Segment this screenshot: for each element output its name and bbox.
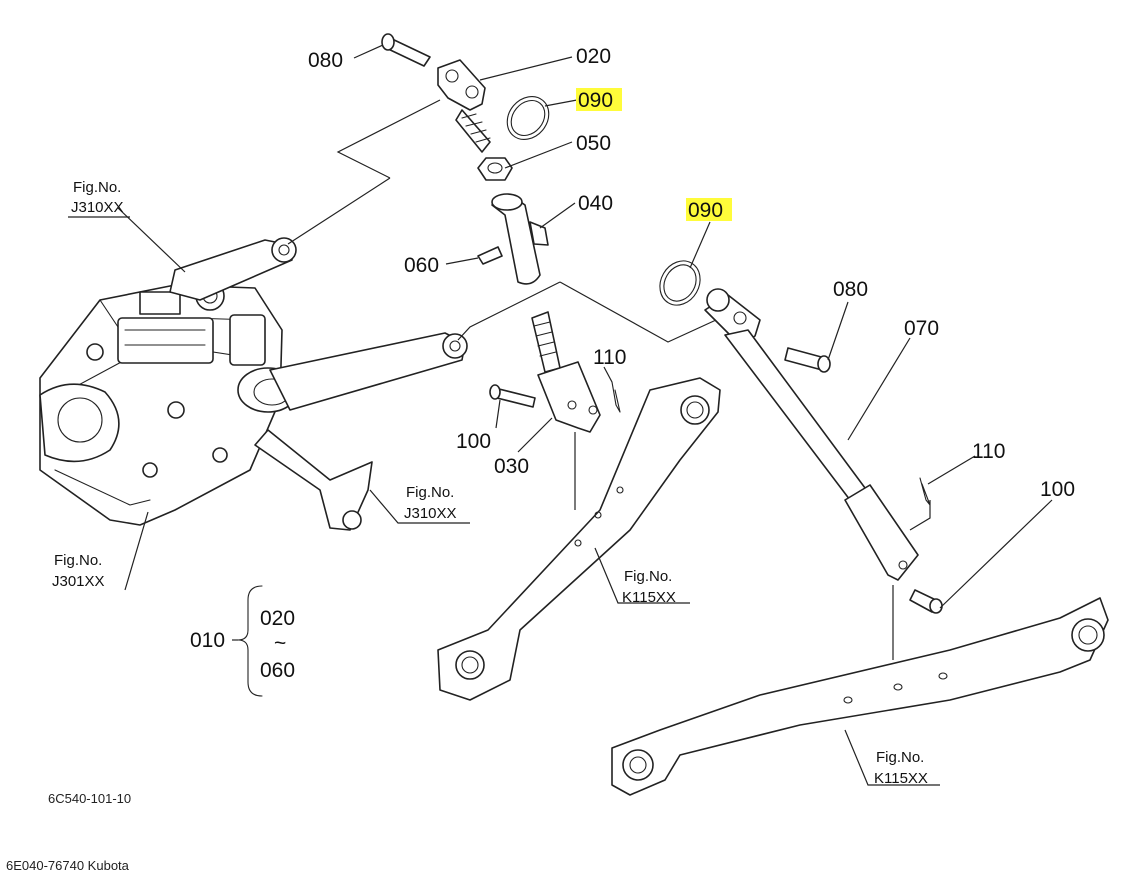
- lift-rod-body-040: [491, 193, 549, 285]
- label-110-right: 110: [972, 440, 1005, 463]
- fig-ref-2: Fig.No. J310XX: [404, 484, 457, 522]
- label-range-end: 060: [260, 659, 295, 682]
- highlight-090-right: [686, 198, 732, 221]
- label-030: 030: [494, 455, 529, 478]
- fig-ref-4-number: K115XX: [622, 589, 676, 606]
- fig-ref-4-title: Fig.No.: [624, 568, 672, 585]
- fig-ref-2-number: J310XX: [404, 505, 457, 522]
- pin-100-right: [909, 589, 943, 614]
- fig-ref-3: Fig.No. J301XX: [52, 552, 105, 590]
- label-060: 060: [404, 254, 439, 277]
- snap-pin-110-right: [919, 477, 931, 506]
- footer-caption: 6E040-76740 Kubota: [6, 858, 129, 873]
- label-080-top: 080: [308, 49, 343, 72]
- label-090-top: 090: [578, 89, 613, 112]
- retaining-ring-090-top: [506, 96, 550, 140]
- fig-ref-1-number: J310XX: [71, 199, 124, 216]
- leader-lines: [117, 44, 1053, 786]
- range-bracket: [232, 585, 263, 697]
- lower-clevis-030: [531, 311, 601, 433]
- fig-ref-4: Fig.No. K115XX: [622, 568, 676, 606]
- nut-050: [477, 157, 513, 181]
- clevis-020: [437, 59, 491, 153]
- lift-arm-lower: [254, 332, 468, 531]
- snap-pin-110-mid: [611, 381, 621, 413]
- transmission-housing: [39, 281, 299, 526]
- highlight-090-top: [576, 88, 622, 111]
- lower-link-right: [611, 597, 1109, 796]
- diagram-code: 6C540-101-10: [48, 791, 131, 806]
- lower-link-center: [437, 377, 721, 701]
- pin-080-right: [784, 347, 831, 373]
- fig-ref-2-title: Fig.No.: [406, 484, 454, 501]
- fig-ref-5-number: K115XX: [874, 770, 928, 787]
- fig-ref-1-title: Fig.No.: [73, 179, 121, 196]
- label-010: 010: [190, 629, 225, 652]
- pin-080-top: [381, 33, 431, 67]
- retaining-ring-090-right: [659, 260, 701, 306]
- label-020: 020: [576, 45, 611, 68]
- lift-rod-070: [704, 288, 919, 581]
- label-090-right: 090: [688, 199, 723, 222]
- fig-ref-5-title: Fig.No.: [876, 749, 924, 766]
- fig-ref-3-title: Fig.No.: [54, 552, 102, 569]
- pin-100-mid: [489, 384, 536, 408]
- fig-ref-1: Fig.No. J310XX: [68, 179, 130, 218]
- lift-arm-upper: [169, 237, 297, 301]
- fig-ref-5: Fig.No. K115XX: [874, 749, 928, 787]
- label-100-right: 100: [1040, 478, 1075, 501]
- label-range-start: 020: [260, 607, 295, 630]
- fig-ref-3-number: J301XX: [52, 573, 105, 590]
- label-110-mid: 110: [593, 346, 626, 369]
- label-040: 040: [578, 192, 613, 215]
- label-050: 050: [576, 132, 611, 155]
- label-range-sep: ~: [274, 632, 286, 655]
- grease-fitting-060: [477, 246, 503, 265]
- label-080-right: 080: [833, 278, 868, 301]
- label-070: 070: [904, 317, 939, 340]
- label-100-mid: 100: [456, 430, 491, 453]
